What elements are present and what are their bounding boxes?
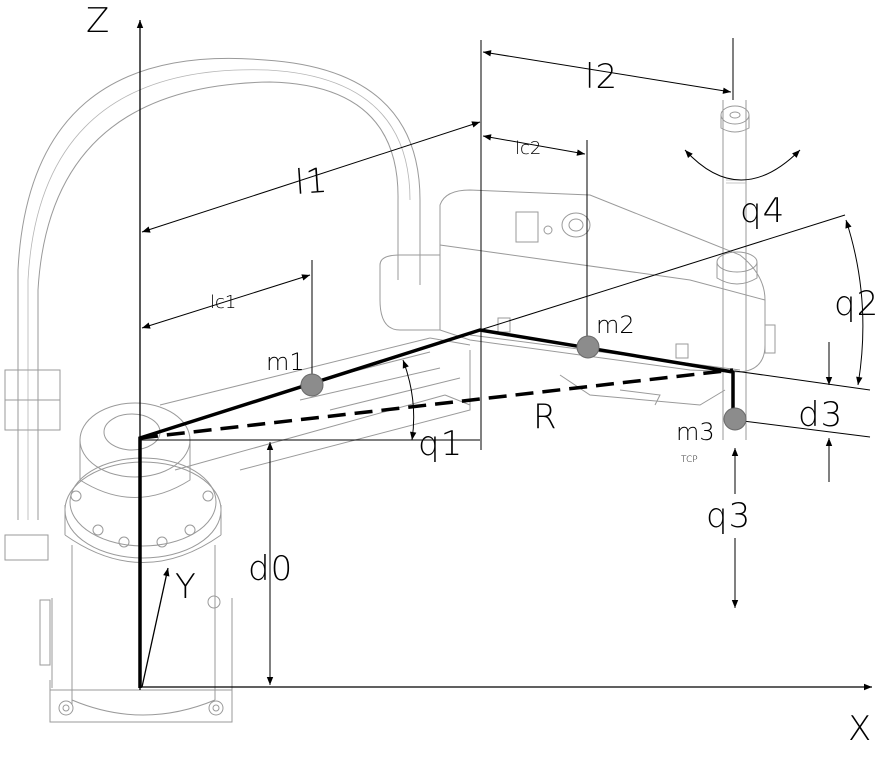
- masses: m1 m2 m3 TCP: [266, 311, 747, 465]
- z-axis-label: Z: [86, 1, 110, 41]
- l1-dimension: [141, 121, 481, 233]
- arm-2-housing: [379, 254, 441, 331]
- m1-point: [300, 373, 324, 397]
- q4-arc: [684, 149, 801, 181]
- l1-label: l1: [294, 161, 330, 203]
- coordinate-axes: Z X Y: [86, 1, 872, 749]
- link-chain: [138, 328, 735, 688]
- m2-point: [576, 335, 600, 359]
- d0-label: d0: [248, 549, 293, 589]
- q3-label: q3: [706, 496, 751, 536]
- m1-label: m1: [266, 348, 305, 376]
- q2-label: q2: [834, 284, 879, 324]
- r-label: R: [533, 397, 558, 437]
- lc2-dimension: [482, 134, 586, 156]
- cable-harness: [17, 57, 421, 520]
- x-axis-label: X: [848, 709, 872, 749]
- m3-point: [723, 407, 747, 431]
- column-body: [71, 545, 216, 716]
- kinematic-chain: R: [138, 328, 735, 688]
- link-2-extension-line: [479, 214, 846, 331]
- lc1-label: lc1: [210, 292, 236, 313]
- m3-label: m3: [676, 418, 715, 446]
- tcp-label: TCP: [681, 455, 698, 465]
- q1-label: q1: [418, 424, 463, 464]
- l2-label: l2: [585, 57, 618, 97]
- dimension-lines: l1 l2 lc1 lc2 d0 d3: [140, 38, 871, 685]
- arm-1-outline: [159, 337, 471, 471]
- resultant-r-line: [139, 368, 734, 440]
- q2-arc: [845, 219, 864, 386]
- y-axis: [141, 567, 170, 688]
- d3-label: d3: [798, 395, 843, 435]
- base-plate: [49, 680, 233, 723]
- robot-outline: [4, 57, 776, 723]
- q4-label: q4: [740, 191, 785, 231]
- lc2-label: lc2: [515, 138, 541, 159]
- m2-label: m2: [596, 311, 635, 339]
- y-axis-label: Y: [175, 567, 197, 607]
- q1-arc: [402, 359, 417, 441]
- joint-indicators: q1 q2 q3 q4: [402, 149, 879, 608]
- lc1-dimension: [141, 274, 311, 329]
- l2-dimension: [482, 50, 732, 94]
